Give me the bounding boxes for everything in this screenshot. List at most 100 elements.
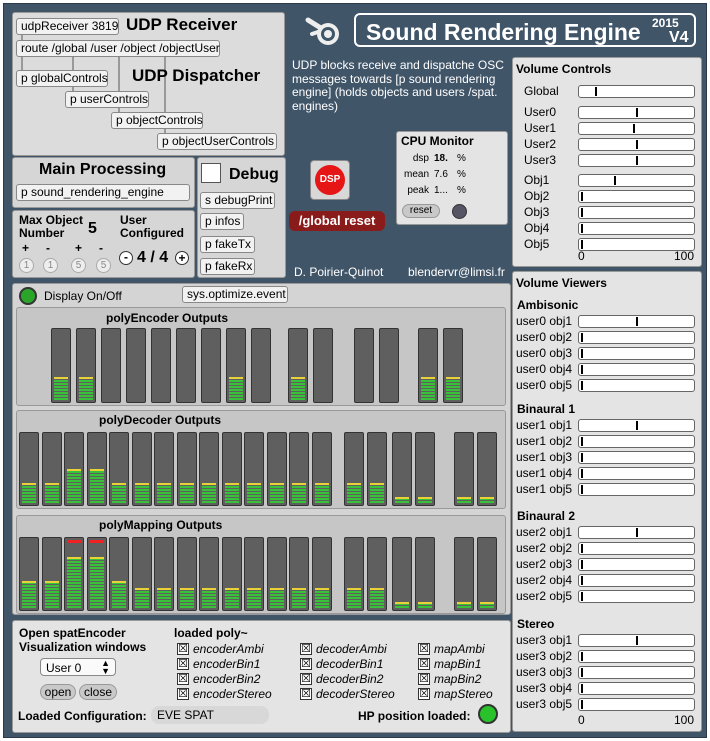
users-minus-button[interactable]: - (119, 251, 133, 265)
slider-knob[interactable] (633, 124, 635, 133)
viewer-slider[interactable] (578, 451, 695, 464)
volume-control-slider-user3[interactable] (578, 154, 695, 167)
viewer-slider[interactable] (578, 483, 695, 496)
user-select[interactable]: User 0 ▲▼ (40, 658, 116, 676)
volume-control-slider-obj3[interactable] (578, 206, 695, 219)
volume-control-slider-obj1[interactable] (578, 174, 695, 187)
counter-1[interactable]: 1 (19, 258, 34, 273)
sys-optimize-event-object[interactable]: sys.optimize.event (182, 286, 288, 303)
debug-print-object[interactable]: s debugPrint (200, 192, 275, 209)
max-object-minus-2[interactable]: - (99, 241, 103, 255)
checkbox-decoderBin2[interactable]: ☒ (300, 673, 312, 685)
global-reset-button[interactable]: /global reset (289, 211, 385, 231)
max-object-plus-2[interactable]: + (75, 241, 83, 255)
checkbox-mapStereo[interactable]: ☒ (418, 688, 430, 700)
viewer-slider[interactable] (578, 542, 695, 555)
fake-tx-object[interactable]: p fakeTx (200, 236, 255, 253)
slider-knob[interactable] (581, 208, 583, 217)
slider-knob[interactable] (581, 365, 583, 374)
viewer-slider[interactable] (578, 363, 695, 376)
object-controls-object[interactable]: p objectControls (111, 112, 203, 129)
slider-knob[interactable] (581, 469, 583, 478)
volume-control-slider-global[interactable] (578, 85, 695, 98)
checkbox-decoderAmbi[interactable]: ☒ (300, 643, 312, 655)
viewer-slider[interactable] (578, 315, 695, 328)
slider-knob[interactable] (581, 349, 583, 358)
volume-control-slider-obj2[interactable] (578, 190, 695, 203)
slider-knob[interactable] (581, 560, 583, 569)
open-button[interactable]: open (40, 684, 76, 700)
volume-control-slider-user2[interactable] (578, 138, 695, 151)
cpu-reset-button[interactable]: reset (402, 204, 440, 218)
slider-knob[interactable] (581, 224, 583, 233)
slider-knob[interactable] (581, 485, 583, 494)
slider-knob[interactable] (581, 700, 583, 709)
sound-rendering-engine-object[interactable]: p sound_rendering_engine (16, 184, 190, 201)
viewer-slider[interactable] (578, 526, 695, 539)
user-controls-object[interactable]: p userControls (65, 91, 149, 108)
viewer-slider[interactable] (578, 666, 695, 679)
slider-knob[interactable] (581, 240, 583, 249)
slider-knob[interactable] (636, 317, 638, 326)
volume-control-slider-obj4[interactable] (578, 222, 695, 235)
slider-knob[interactable] (581, 576, 583, 585)
slider-knob[interactable] (581, 684, 583, 693)
viewer-slider[interactable] (578, 574, 695, 587)
checkbox-mapAmbi[interactable]: ☒ (418, 643, 430, 655)
slider-knob[interactable] (581, 668, 583, 677)
viewer-slider[interactable] (578, 650, 695, 663)
checkbox-encoderAmbi[interactable]: ☒ (177, 643, 189, 655)
viewer-slider[interactable] (578, 698, 695, 711)
counter-4[interactable]: 5 (96, 258, 111, 273)
users-plus-button[interactable]: + (175, 251, 189, 265)
fake-rx-object[interactable]: p fakeRx (200, 258, 255, 275)
viewer-slider[interactable] (578, 435, 695, 448)
viewer-slider[interactable] (578, 331, 695, 344)
checkbox-decoderStereo[interactable]: ☒ (300, 688, 312, 700)
counter-3[interactable]: 5 (71, 258, 86, 273)
slider-knob[interactable] (581, 592, 583, 601)
slider-knob[interactable] (581, 453, 583, 462)
slider-knob[interactable] (636, 156, 638, 165)
route-object[interactable]: route /global /user /object /objectUser (16, 40, 220, 57)
checkbox-encoderBin1[interactable]: ☒ (177, 658, 189, 670)
udp-receiver-object[interactable]: udpReceiver 3819 (16, 18, 119, 35)
infos-object[interactable]: p infos (200, 213, 244, 230)
slider-knob[interactable] (636, 140, 638, 149)
volume-control-slider-user1[interactable] (578, 122, 695, 135)
viewer-slider[interactable] (578, 682, 695, 695)
debug-toggle[interactable] (201, 163, 221, 183)
viewer-slider[interactable] (578, 590, 695, 603)
volume-control-slider-obj5[interactable] (578, 238, 695, 251)
slider-knob[interactable] (636, 528, 638, 537)
slider-knob[interactable] (636, 108, 638, 117)
viewer-slider[interactable] (578, 634, 695, 647)
dsp-button[interactable]: DSP (310, 160, 350, 200)
counter-2[interactable]: 1 (43, 258, 58, 273)
slider-knob[interactable] (581, 437, 583, 446)
slider-knob[interactable] (614, 176, 616, 185)
viewer-slider[interactable] (578, 467, 695, 480)
max-object-plus-1[interactable]: + (22, 241, 30, 255)
checkbox-mapBin1[interactable]: ☒ (418, 658, 430, 670)
slider-knob[interactable] (581, 333, 583, 342)
volume-control-slider-user0[interactable] (578, 106, 695, 119)
slider-knob[interactable] (595, 87, 597, 96)
max-object-minus-1[interactable]: - (46, 241, 50, 255)
slider-knob[interactable] (581, 544, 583, 553)
checkbox-encoderStereo[interactable]: ☒ (177, 688, 189, 700)
checkbox-encoderBin2[interactable]: ☒ (177, 673, 189, 685)
checkbox-decoderBin1[interactable]: ☒ (300, 658, 312, 670)
slider-knob[interactable] (636, 636, 638, 645)
object-user-controls-object[interactable]: p objectUserControls (157, 133, 277, 150)
slider-knob[interactable] (636, 421, 638, 430)
viewer-slider[interactable] (578, 558, 695, 571)
slider-knob[interactable] (581, 381, 583, 390)
slider-knob[interactable] (581, 652, 583, 661)
display-toggle[interactable] (19, 287, 37, 305)
viewer-slider[interactable] (578, 347, 695, 360)
slider-knob[interactable] (581, 192, 583, 201)
close-button[interactable]: close (79, 684, 117, 700)
viewer-slider[interactable] (578, 419, 695, 432)
viewer-slider[interactable] (578, 379, 695, 392)
